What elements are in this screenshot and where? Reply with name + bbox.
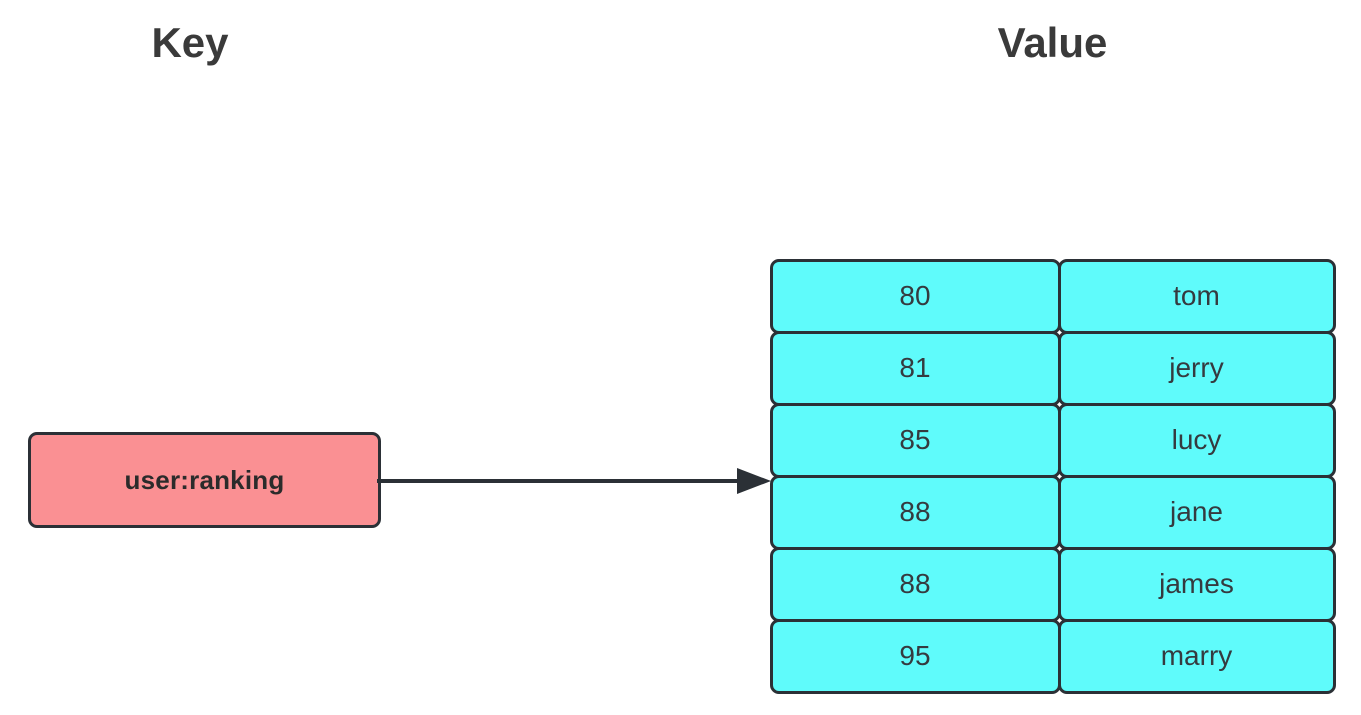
table-row: 81 jerry: [769, 330, 1336, 406]
table-cell-name: tom: [1057, 258, 1336, 334]
table-cell-name: marry: [1057, 618, 1336, 694]
table-cell-score: 85: [769, 402, 1061, 478]
arrow-right-icon: [377, 468, 771, 494]
table-cell-name: lucy: [1057, 402, 1336, 478]
table-cell-name: jerry: [1057, 330, 1336, 406]
table-row: 95 marry: [769, 618, 1336, 694]
key-node-label: user:ranking: [124, 464, 285, 495]
table-cell-score: 81: [769, 330, 1061, 406]
table-cell-score: 88: [769, 546, 1061, 622]
page-title-key: Key: [151, 19, 229, 66]
key-node[interactable]: user:ranking: [28, 432, 381, 528]
page-title-value: Value: [997, 19, 1108, 66]
table-row: 85 lucy: [769, 402, 1336, 478]
table-cell-score: 95: [769, 618, 1061, 694]
table-cell-name: james: [1057, 546, 1336, 622]
table-row: 88 jane: [769, 474, 1336, 550]
value-table: 80 tom 81 jerry 85 lucy 88 jane 88 james…: [769, 258, 1336, 694]
table-row: 80 tom: [769, 258, 1336, 334]
table-cell-name: jane: [1057, 474, 1336, 550]
table-cell-score: 80: [769, 258, 1061, 334]
table-cell-score: 88: [769, 474, 1061, 550]
table-row: 88 james: [769, 546, 1336, 622]
